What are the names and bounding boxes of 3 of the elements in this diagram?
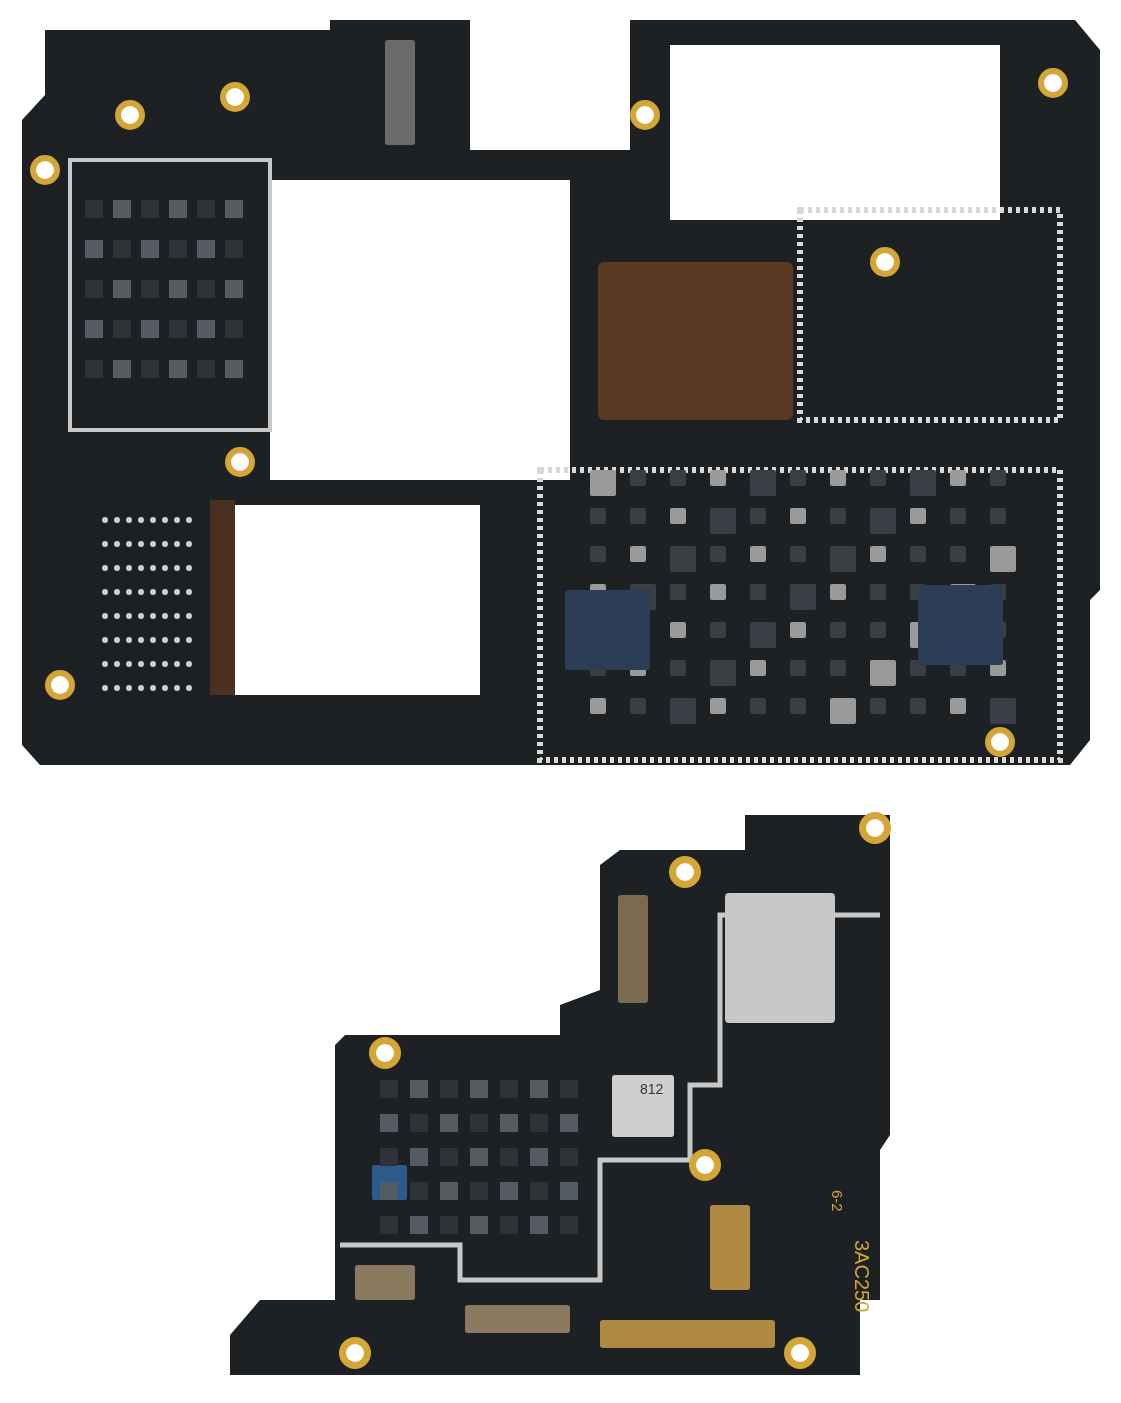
board-marking: 812: [640, 1082, 664, 1096]
board-marking: 6-2: [830, 1190, 845, 1212]
board-marking: 3AC250: [852, 1240, 872, 1313]
